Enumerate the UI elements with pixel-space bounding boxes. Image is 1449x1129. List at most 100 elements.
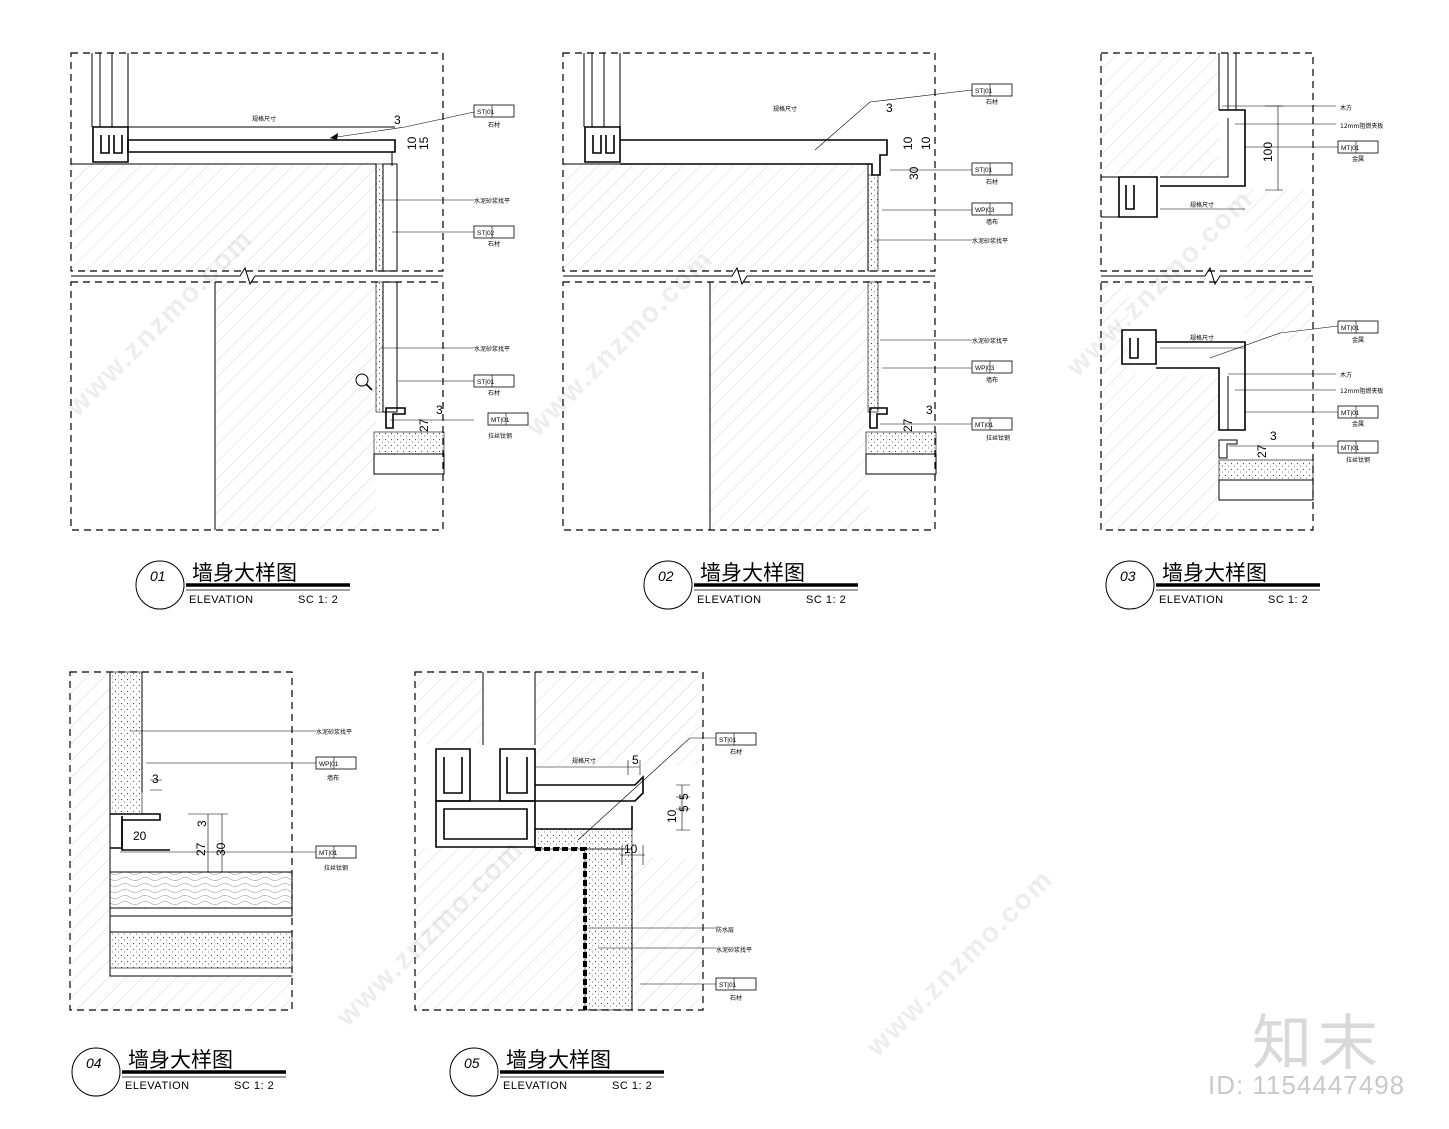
svg-text:ST|01: ST|01 bbox=[719, 982, 737, 989]
detail-04-drawing bbox=[69, 671, 316, 1011]
svg-text:ST|01: ST|01 bbox=[975, 167, 993, 174]
scale-03: SC 1: 2 bbox=[1268, 594, 1308, 606]
dim-03-2: 27 bbox=[1255, 444, 1269, 458]
note-02-0: 规格尺寸 bbox=[773, 105, 797, 113]
title-number-01: 01 bbox=[150, 568, 166, 584]
tag-01-1: ST|02 bbox=[473, 225, 515, 239]
tag-03-0: MT|01 bbox=[1337, 140, 1379, 154]
leaders-02 bbox=[814, 89, 973, 425]
detail-01-annotations: 规格尺寸 石材 水泥砂浆找平 石材 水泥砂浆找平 石材 拉丝钛钢 ST|01 S… bbox=[252, 104, 529, 440]
note-03-4: 规格尺寸 bbox=[1190, 334, 1214, 342]
svg-text:MT|01: MT|01 bbox=[491, 417, 510, 424]
dim-03-1: 3 bbox=[1270, 429, 1277, 443]
leaders-05 bbox=[535, 737, 716, 985]
title-block-03: 03 墙身大样图 ELEVATION SC 1: 2 bbox=[1105, 560, 1320, 610]
title-text-05: 墙身大样图 bbox=[506, 1048, 611, 1072]
magnifier-icon bbox=[355, 373, 369, 387]
svg-text:MT|01: MT|01 bbox=[319, 850, 338, 857]
watermark-brand: 知末 bbox=[1252, 1009, 1384, 1079]
tag-01-2: ST|01 bbox=[473, 374, 515, 388]
title-number-05: 05 bbox=[464, 1055, 480, 1071]
title-number-03: 03 bbox=[1120, 568, 1136, 584]
note-02-6: 墙布 bbox=[986, 376, 998, 384]
title-block-01: 01 墙身大样图 ELEVATION SC 1: 2 bbox=[135, 560, 350, 610]
tag-04-0: WP|01 bbox=[315, 756, 357, 770]
note-01-4: 水泥砂浆找平 bbox=[474, 345, 510, 353]
note-05-1: 石材 bbox=[730, 748, 742, 756]
leaders-04 bbox=[120, 730, 316, 873]
title-block-02: 02 墙身大样图 ELEVATION SC 1: 2 bbox=[643, 560, 858, 610]
note-03-0: 木方 bbox=[1340, 104, 1352, 112]
dim-04-1: 20 bbox=[133, 829, 147, 843]
note-05-2: 防水层 bbox=[716, 926, 734, 934]
detail-05-drawing bbox=[414, 671, 716, 1011]
svg-text:ST|01: ST|01 bbox=[477, 109, 495, 116]
detail-02-drawing bbox=[562, 52, 973, 531]
dim-03-0: 100 bbox=[1261, 142, 1275, 162]
window-frame-02 bbox=[583, 53, 621, 163]
title-block-05: 05 墙身大样图 ELEVATION SC 1: 2 bbox=[449, 1047, 664, 1097]
note-03-3: 规格尺寸 bbox=[1190, 201, 1214, 209]
svg-text:MT|01: MT|01 bbox=[1341, 145, 1360, 152]
tag-03-2: MT|01 bbox=[1337, 405, 1379, 419]
note-03-5: 金属 bbox=[1352, 336, 1364, 344]
subtitle-03: ELEVATION bbox=[1159, 594, 1224, 606]
note-01-3: 石材 bbox=[488, 240, 500, 248]
detail-01-drawing bbox=[70, 52, 475, 531]
dim-05-1: 10 bbox=[665, 809, 679, 823]
svg-text:MT|01: MT|01 bbox=[975, 422, 994, 429]
title-number-04: 04 bbox=[86, 1055, 102, 1071]
note-05-3: 水泥砂浆找平 bbox=[716, 946, 752, 954]
detail-05-annotations: 规格尺寸 石材 防水层 水泥砂浆找平 石材 ST|01 ST|01 5 10 5… bbox=[572, 732, 757, 1002]
dim-04-2: 3 bbox=[195, 820, 209, 827]
title-text-04: 墙身大样图 bbox=[128, 1048, 233, 1072]
dim-01-1: 10 bbox=[405, 136, 419, 150]
dim-05-0: 5 bbox=[632, 753, 639, 767]
note-03-2: 金属 bbox=[1352, 155, 1364, 163]
detail-03-annotations: 木方 12mm阻燃夹板 金属 规格尺寸 规格尺寸 金属 木方 12mm阻燃夹板 … bbox=[1190, 104, 1383, 464]
note-02-1: 石材 bbox=[986, 98, 998, 106]
dim-04-4: 30 bbox=[214, 842, 228, 856]
title-block-04: 04 墙身大样图 ELEVATION SC 1: 2 bbox=[71, 1047, 286, 1097]
note-01-1: 石材 bbox=[488, 121, 500, 129]
detail-02-annotations: 规格尺寸 石材 石材 墙布 水泥砂浆找平 水泥砂浆找平 墙布 拉丝钛钢 ST|0… bbox=[773, 83, 1013, 442]
detail-04-annotations: 水泥砂浆找平 墙布 拉丝钛钢 WP|01 MT|01 3 20 3 27 30 bbox=[133, 728, 357, 872]
scale-02: SC 1: 2 bbox=[806, 594, 846, 606]
svg-text:ST|01: ST|01 bbox=[975, 88, 993, 95]
svg-text:WP|03: WP|03 bbox=[975, 365, 995, 372]
subtitle-05: ELEVATION bbox=[503, 1080, 568, 1092]
svg-text:MT|01: MT|01 bbox=[1341, 445, 1360, 452]
note-03-7: 12mm阻燃夹板 bbox=[1340, 387, 1383, 395]
tag-03-3: MT|01 bbox=[1337, 440, 1379, 454]
note-04-2: 拉丝钛钢 bbox=[324, 864, 348, 872]
svg-text:ST|01: ST|01 bbox=[477, 379, 495, 386]
tag-02-2: WP|03 bbox=[971, 202, 1013, 216]
svg-text:WP|03: WP|03 bbox=[975, 207, 995, 214]
subtitle-01: ELEVATION bbox=[189, 594, 254, 606]
dim-04-3: 27 bbox=[194, 842, 208, 856]
tag-03-1: MT|01 bbox=[1337, 320, 1379, 334]
dim-01-2: 15 bbox=[417, 136, 431, 150]
tag-02-3: WP|03 bbox=[971, 360, 1013, 374]
tag-01-3: MT|01 bbox=[487, 412, 529, 426]
watermark-id: ID: 1154447498 bbox=[1208, 1070, 1406, 1100]
scale-04: SC 1: 2 bbox=[234, 1080, 274, 1092]
title-number-02: 02 bbox=[658, 568, 674, 584]
dim-05-3: 5 bbox=[677, 805, 691, 812]
tag-05-0: ST|01 bbox=[715, 732, 757, 746]
tag-02-1: ST|01 bbox=[971, 162, 1013, 176]
leaders-03 bbox=[1160, 105, 1339, 447]
note-01-6: 拉丝钛钢 bbox=[488, 432, 512, 440]
note-04-1: 墙布 bbox=[327, 774, 339, 782]
svg-text:MT|01: MT|01 bbox=[1341, 325, 1360, 332]
dim-04-0: 3 bbox=[152, 772, 159, 786]
dim-01-3: 3 bbox=[436, 403, 443, 417]
note-03-8: 金属 bbox=[1352, 420, 1364, 428]
dim-02-0: 3 bbox=[886, 101, 893, 115]
subtitle-02: ELEVATION bbox=[697, 594, 762, 606]
note-01-5: 石材 bbox=[488, 389, 500, 397]
title-text-03: 墙身大样图 bbox=[1162, 561, 1267, 585]
dim-02-2: 10 bbox=[919, 136, 933, 150]
window-frame-01 bbox=[91, 53, 129, 163]
